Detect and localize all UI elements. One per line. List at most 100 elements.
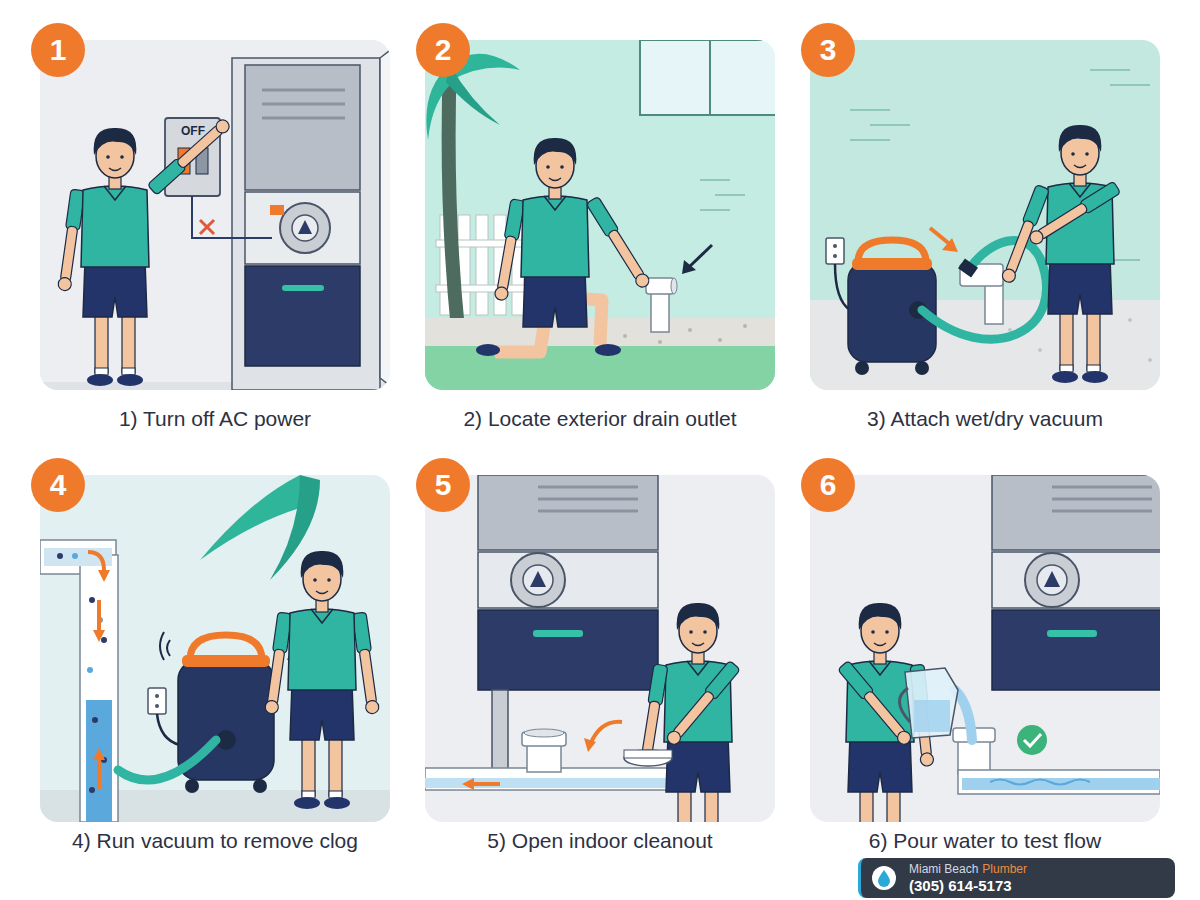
figure-part (664, 603, 732, 792)
illustration-shape (709, 40, 711, 115)
step-panel: 1) Turn off AC power1 (40, 40, 390, 390)
illustration-shape (148, 688, 166, 714)
illustration-shape (262, 117, 345, 120)
illustration-shape (253, 779, 267, 793)
illustration-shape (671, 278, 677, 294)
illustration-shape (833, 244, 837, 248)
step-caption: 4) Run vacuum to remove clog (20, 829, 410, 853)
illustration-shape (958, 258, 978, 277)
illustration-shape (270, 205, 284, 215)
panel-6-art (810, 475, 1160, 822)
illustration-shape (245, 65, 360, 190)
illustration-shape (292, 215, 318, 241)
callout-text: 1 (50, 35, 67, 65)
illustration-shape (658, 340, 662, 344)
figure-part (670, 790, 726, 822)
illustration-shape (97, 760, 101, 790)
illustration-shape (470, 782, 500, 786)
illustration-shape (57, 553, 63, 559)
illustration-shape (852, 258, 932, 270)
illustration-shape (624, 750, 672, 766)
illustration-shape (155, 694, 159, 698)
illustration-shape (623, 334, 627, 338)
illustration-shape (98, 570, 110, 582)
icon-drop (878, 870, 890, 887)
badge-text: Miami Beach (909, 862, 978, 876)
illustration-shape (86, 700, 112, 822)
illustration-shape (476, 344, 500, 356)
illustration-shape (93, 630, 105, 642)
illustration-shape (200, 220, 214, 234)
illustration-shape (298, 220, 312, 234)
illustration-shape (185, 779, 199, 793)
illustration-shape (855, 361, 869, 375)
illustration-shape (97, 600, 101, 630)
illustration-shape (651, 290, 669, 332)
illustration-shape (590, 722, 622, 745)
figure-part (352, 612, 380, 714)
panel-1-art (40, 40, 390, 390)
illustration-shape (584, 738, 596, 752)
illustration-shape (646, 278, 674, 294)
illustration-shape (40, 475, 390, 822)
callout-text: 6 (820, 470, 837, 500)
illustration-shape (688, 328, 692, 332)
illustration-shape (990, 780, 1090, 785)
contact-badge: Miami BeachPlumber(305) 614-5173 (858, 858, 1175, 898)
illustration-shape (262, 103, 345, 106)
figure-part (87, 315, 143, 386)
illustration-shape (232, 58, 380, 390)
callout-text: 3 (820, 35, 837, 65)
illustration-shape (595, 344, 621, 356)
callout-text: 4 (50, 470, 67, 500)
illustration-shape (942, 238, 958, 252)
illustration-shape (905, 668, 958, 738)
step-panel: 6) Pour water to test flow6 (810, 475, 1160, 822)
figure-part (493, 199, 524, 301)
figure-part (288, 551, 356, 740)
badge-line: (305) 614-5173 (909, 877, 1012, 895)
illustration-shape (80, 555, 118, 822)
illustration-shape (282, 285, 324, 291)
illustration-shape (72, 553, 78, 559)
illustration-shape (155, 704, 159, 708)
illustration-shape (1148, 358, 1152, 362)
step-panel: 5) Open indoor cleanout5 (425, 475, 775, 822)
panel-3-art (810, 40, 1160, 390)
step-panel: 2) Locate exterior drain outlet2 (425, 40, 775, 390)
illustration-shape (492, 690, 508, 774)
illustration-shape (682, 260, 696, 274)
switch-label: OFF (168, 124, 218, 138)
panel-5-art (425, 475, 775, 822)
illustration-shape (101, 637, 107, 643)
step-caption: 5) Open indoor cleanout (405, 829, 795, 853)
figure-part (1052, 312, 1108, 383)
badge-line: Miami BeachPlumber (909, 862, 1027, 876)
callout-number: 4 (31, 458, 85, 512)
illustration-shape (958, 770, 1160, 794)
illustration-shape (40, 40, 390, 390)
illustration-shape (476, 215, 488, 315)
illustration-shape (245, 266, 360, 366)
illustration-shape (955, 690, 972, 740)
illustration-shape (743, 324, 747, 328)
step-panel: 3) Attach wet/dry vacuum3 (810, 40, 1160, 390)
step-caption: 2) Locate exterior drain outlet (405, 407, 795, 431)
illustration-shape (87, 667, 93, 673)
illustration-shape (1024, 734, 1041, 746)
illustration-shape (700, 180, 745, 210)
illustration-shape (425, 475, 775, 822)
illustration-shape (810, 40, 1160, 390)
illustration-shape (92, 717, 98, 723)
illustration-shape (985, 282, 1003, 324)
step-caption: 3) Attach wet/dry vacuum (790, 407, 1180, 431)
callout-number: 1 (31, 23, 85, 77)
illustration-shape (462, 778, 474, 790)
callout-text: 5 (435, 470, 452, 500)
figure-part (521, 138, 589, 327)
callout-number: 6 (801, 458, 855, 512)
illustration-shape (262, 89, 345, 92)
illustration-shape (826, 238, 844, 264)
